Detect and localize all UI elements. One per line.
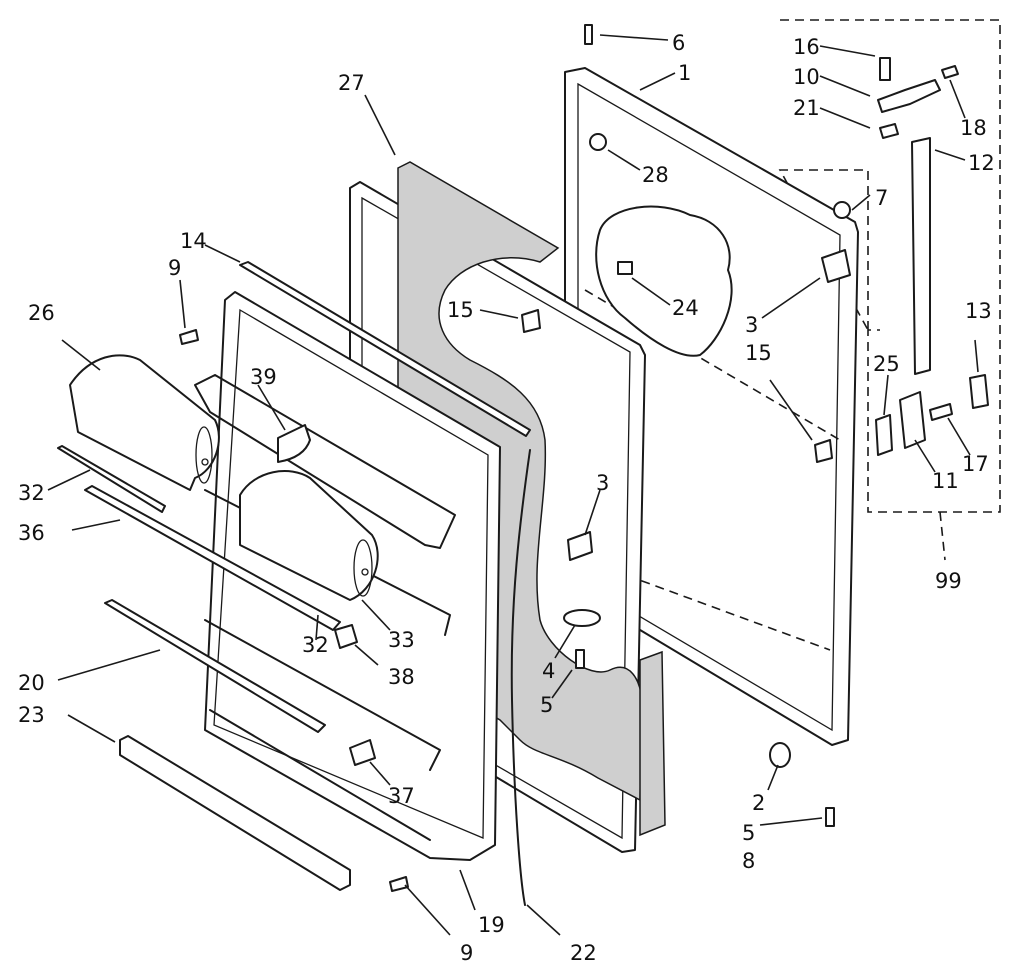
label-37: 37 xyxy=(388,784,415,808)
bracket-15b xyxy=(814,439,833,463)
shim-25 xyxy=(875,414,893,456)
label-15-right: 15 xyxy=(745,341,772,365)
label-5-right: 5 xyxy=(742,821,755,845)
cap-18 xyxy=(941,65,959,79)
label-4: 4 xyxy=(542,659,555,683)
screw-5a xyxy=(575,649,585,669)
label-99: 99 xyxy=(935,569,962,593)
label-24: 24 xyxy=(672,296,699,320)
clip-24 xyxy=(617,261,633,275)
shelf-bar-36 xyxy=(84,485,341,631)
cam-39 xyxy=(277,424,311,463)
clip-38 xyxy=(334,624,358,649)
label-5-left: 5 xyxy=(540,693,553,717)
handle-trim-12 xyxy=(911,137,931,375)
utility-door xyxy=(239,470,379,601)
cap-2 xyxy=(769,742,791,768)
label-16: 16 xyxy=(793,35,820,59)
label-11: 11 xyxy=(932,469,959,493)
stop-7 xyxy=(833,201,851,219)
label-3-bottom: 3 xyxy=(596,471,609,495)
bracket-15a xyxy=(521,309,541,333)
screw-5b xyxy=(825,807,835,827)
label-28: 28 xyxy=(642,163,669,187)
door-seal-strip-22 xyxy=(510,449,531,906)
screw-6 xyxy=(584,24,593,45)
label-21: 21 xyxy=(793,96,820,120)
label-15-left: 15 xyxy=(447,298,474,322)
label-17: 17 xyxy=(962,452,989,476)
label-32-left: 32 xyxy=(18,481,45,505)
plug-28 xyxy=(589,133,607,151)
label-12: 12 xyxy=(968,151,995,175)
label-18: 18 xyxy=(960,116,987,140)
insulation-cutout xyxy=(595,205,733,357)
label-26: 26 xyxy=(28,301,55,325)
label-1: 1 xyxy=(678,61,691,85)
label-36: 36 xyxy=(18,521,45,545)
shelf-bar-32 xyxy=(57,445,166,513)
screw-9a xyxy=(179,329,199,345)
label-13: 13 xyxy=(965,299,992,323)
foam-strip-bottom xyxy=(639,650,666,837)
hinge-kit-box xyxy=(778,19,1001,561)
label-25: 25 xyxy=(873,352,900,376)
shelf-bar-20 xyxy=(104,599,326,733)
label-7: 7 xyxy=(875,186,888,210)
hinge-bracket-3a xyxy=(821,249,851,283)
label-9-bottom: 9 xyxy=(460,941,473,965)
shelf-bar-23 xyxy=(119,735,351,891)
clip-37 xyxy=(349,739,376,766)
label-2: 2 xyxy=(752,791,765,815)
screw-16 xyxy=(879,57,891,81)
hinge-arm-10 xyxy=(877,79,941,113)
label-38: 38 xyxy=(388,665,415,689)
part-labels: 6 1 16 10 21 18 12 27 28 7 14 9 26 15 24… xyxy=(18,31,995,965)
label-10: 10 xyxy=(793,65,820,89)
shim-21 xyxy=(879,123,899,139)
breaker-strip xyxy=(239,261,531,437)
label-27: 27 xyxy=(338,71,365,95)
screw-17 xyxy=(929,403,953,421)
label-9-top: 9 xyxy=(168,256,181,280)
label-23: 23 xyxy=(18,703,45,727)
label-14: 14 xyxy=(180,229,207,253)
label-32-center: 32 xyxy=(302,633,329,657)
hinge-bracket-3b xyxy=(567,531,593,561)
hinge-11 xyxy=(899,391,926,449)
label-8: 8 xyxy=(742,849,755,873)
screw-9b xyxy=(389,876,409,892)
label-3-top: 3 xyxy=(745,313,758,337)
cover-13 xyxy=(969,374,989,409)
leader-lines xyxy=(47,34,979,936)
label-33: 33 xyxy=(388,628,415,652)
label-6: 6 xyxy=(672,31,685,55)
dairy-door xyxy=(69,354,220,491)
label-20: 20 xyxy=(18,671,45,695)
label-19: 19 xyxy=(478,913,505,937)
label-39: 39 xyxy=(250,365,277,389)
washer-4 xyxy=(563,609,601,627)
label-22: 22 xyxy=(570,941,597,965)
